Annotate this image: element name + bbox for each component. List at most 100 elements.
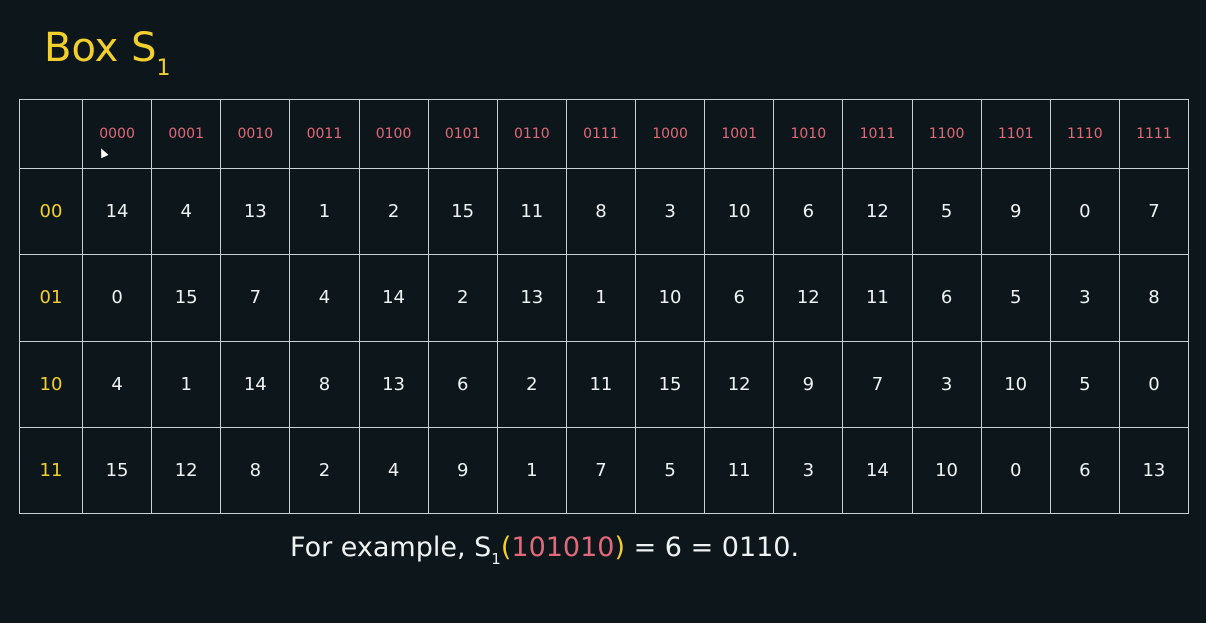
- column-header-0011: 0011: [289, 99, 360, 169]
- column-header-1010: 1010: [773, 99, 844, 169]
- table-cell: 14: [220, 340, 291, 428]
- table-cell: 1: [151, 340, 222, 428]
- table-cell: 5: [1049, 340, 1120, 428]
- table-cell: 3: [911, 340, 982, 428]
- table-cell: 14: [358, 254, 429, 342]
- column-header-1100: 1100: [911, 99, 982, 169]
- table-cell: 6: [1049, 426, 1120, 515]
- table-cell: 12: [773, 254, 844, 342]
- row-header-01: 01: [19, 254, 83, 342]
- column-header-0000: 0000: [81, 99, 153, 169]
- table-cell: 10: [980, 340, 1051, 428]
- example-bits: 101010: [511, 532, 615, 563]
- table-cell: 2: [427, 254, 498, 342]
- table-cell: 13: [496, 254, 567, 342]
- table-cell: 0: [1118, 340, 1190, 428]
- table-cell: 10: [911, 426, 982, 515]
- table-cell: 14: [842, 426, 913, 515]
- table-cell: 5: [980, 254, 1051, 342]
- example-close-paren: ): [614, 532, 626, 563]
- table-cell: 3: [634, 167, 706, 256]
- table-cell: 3: [773, 426, 844, 515]
- table-cell: 7: [842, 340, 913, 428]
- table-cell: 9: [980, 167, 1051, 256]
- table-cell: 14: [81, 167, 153, 256]
- table-cell: 12: [842, 167, 913, 256]
- table-cell: 15: [81, 426, 153, 515]
- row-header-00: 00: [19, 167, 83, 256]
- column-header-0001: 0001: [151, 99, 222, 169]
- table-cell: 1: [496, 426, 567, 515]
- table-cell: 13: [1118, 426, 1190, 515]
- row-header-10: 10: [19, 340, 83, 428]
- table-cell: 4: [289, 254, 360, 342]
- table-cell: 2: [289, 426, 360, 515]
- table-cell: 12: [151, 426, 222, 515]
- table-cell: 11: [842, 254, 913, 342]
- table-cell: 15: [634, 340, 706, 428]
- table-cell: 11: [704, 426, 775, 515]
- table-cell: 1: [289, 167, 360, 256]
- table-cell: 7: [1118, 167, 1190, 256]
- column-header-1111: 1111: [1118, 99, 1190, 169]
- table-cell: 9: [773, 340, 844, 428]
- table-cell: 6: [911, 254, 982, 342]
- column-header-1011: 1011: [842, 99, 913, 169]
- table-cell: 8: [1118, 254, 1190, 342]
- table-cell: 15: [427, 167, 498, 256]
- table-cell: 12: [704, 340, 775, 428]
- table-cell: 13: [358, 340, 429, 428]
- table-cell: 2: [358, 167, 429, 256]
- table-cell: 6: [704, 254, 775, 342]
- table-cell: 5: [911, 167, 982, 256]
- table-cell: 7: [220, 254, 291, 342]
- table-cell: 4: [81, 340, 153, 428]
- column-header-1001: 1001: [704, 99, 775, 169]
- table-cell: 5: [634, 426, 706, 515]
- table-cell: 8: [289, 340, 360, 428]
- example-text: For example, S1(101010) = 6 = 0110.: [290, 528, 799, 571]
- column-header-1000: 1000: [634, 99, 706, 169]
- example-prefix: For example, S: [290, 532, 492, 563]
- slide-title-text: Box S: [44, 25, 157, 71]
- column-header-0111: 0111: [565, 99, 637, 169]
- slide-title: Box S1: [44, 22, 170, 81]
- table-cell: 13: [220, 167, 291, 256]
- table-cell: 11: [496, 167, 567, 256]
- table-cell: 6: [427, 340, 498, 428]
- table-cell: 6: [773, 167, 844, 256]
- row-header-11: 11: [19, 426, 83, 515]
- table-cell: 4: [151, 167, 222, 256]
- column-header-0110: 0110: [496, 99, 567, 169]
- example-subscript: 1: [491, 550, 501, 568]
- example-open-paren: (: [500, 532, 512, 563]
- example-suffix: = 6 = 0110.: [625, 532, 800, 563]
- table-cell: 0: [980, 426, 1051, 515]
- slide-title-subscript: 1: [156, 56, 171, 81]
- table-cell: 7: [565, 426, 637, 515]
- table-cell: 10: [704, 167, 775, 256]
- column-header-0100: 0100: [358, 99, 429, 169]
- table-cell: 11: [565, 340, 637, 428]
- table-cell: 0: [81, 254, 153, 342]
- column-header-1110: 1110: [1049, 99, 1120, 169]
- table-cell: 10: [634, 254, 706, 342]
- column-header-0101: 0101: [427, 99, 498, 169]
- column-header-0010: 0010: [220, 99, 291, 169]
- table-cell: 4: [358, 426, 429, 515]
- table-cell: 9: [427, 426, 498, 515]
- table-cell: 8: [220, 426, 291, 515]
- table-cell: 3: [1049, 254, 1120, 342]
- corner-cell: [19, 99, 83, 169]
- column-header-1101: 1101: [980, 99, 1051, 169]
- table-cell: 2: [496, 340, 567, 428]
- table-cell: 15: [151, 254, 222, 342]
- table-cell: 1: [565, 254, 637, 342]
